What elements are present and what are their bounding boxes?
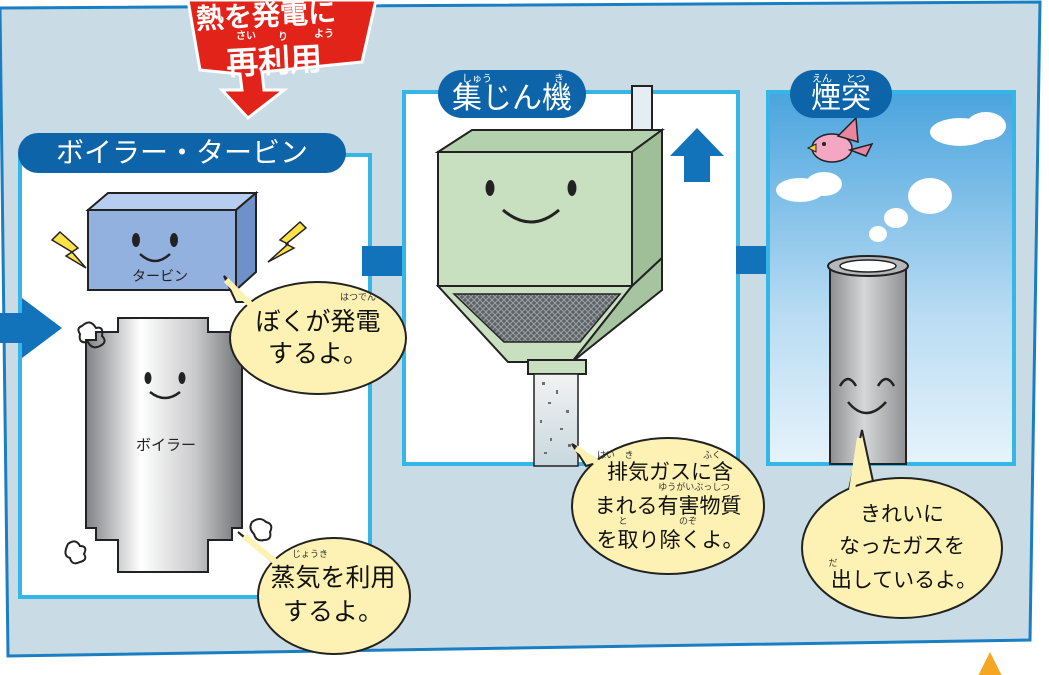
- title-chimney: 煙突: [811, 81, 871, 116]
- reuse-banner: [186, 0, 378, 121]
- arrow-into-boiler: [0, 298, 62, 358]
- bubble-collector-line3: を取り除くよ。: [596, 528, 744, 552]
- bubble-turbine: [223, 275, 407, 395]
- bubble-boiler-line2: するよ。: [282, 597, 383, 626]
- bubble-collector-ruby-nozo: のぞ: [678, 517, 697, 527]
- title-pill-boiler-turbine: ボイラー・タービン: [18, 133, 346, 173]
- arrow-up-exhaust: [670, 128, 724, 182]
- bubble-turbine-ruby: はつでん: [339, 293, 376, 303]
- bubble-boiler-line1: 蒸気を利用: [270, 563, 396, 592]
- lightning-right-icon: [267, 220, 308, 263]
- bubble-chimney: [801, 429, 1003, 619]
- title-dust-collector: 集じん機: [452, 81, 572, 116]
- clouds: [776, 112, 1006, 242]
- bubble-turbine-line1: ぼくが発電: [255, 307, 381, 336]
- bird-icon: [806, 116, 874, 163]
- bubble-collector-ruby-to: と: [618, 517, 628, 527]
- title-ruby-en: えん: [812, 74, 832, 85]
- bubble-turbine-line2: するよ。: [267, 339, 368, 368]
- banner-ruby-you: よう: [314, 29, 334, 40]
- boiler-label: ボイラー: [136, 436, 197, 454]
- title-ruby-shuu: しゅう: [462, 74, 492, 85]
- banner-ruby-ri: り: [278, 32, 288, 43]
- bubble-boiler-ruby: じょうき: [291, 550, 328, 560]
- lightning-left-icon: [50, 230, 87, 269]
- title-pill-dust-collector: しゅう き 集じん機: [438, 70, 586, 118]
- corner-mark: [978, 652, 1002, 675]
- bubble-collector-line2: まれる有害物質: [594, 494, 742, 518]
- banner-line2: 再利用: [225, 39, 324, 83]
- bubble-chimney-line1: きれいに: [860, 502, 944, 526]
- chimney: [827, 255, 909, 465]
- bubble-collector: [571, 437, 765, 575]
- banner-ruby-sai: さい: [236, 31, 256, 42]
- title-ruby-ki: き: [554, 74, 564, 85]
- bubble-collector-ruby-fuku: ふく: [702, 451, 721, 461]
- bubble-boiler: [237, 531, 411, 655]
- title-pill-chimney: えん とつ 煙突: [790, 70, 892, 118]
- turbine-block: [85, 190, 259, 293]
- steam-puff-icon: [64, 321, 273, 565]
- turbine-label: タービン: [132, 269, 188, 285]
- title-boiler-turbine: ボイラー・タービン: [55, 136, 308, 169]
- bubble-chimney-line3: 出しているよ。: [830, 568, 978, 592]
- bubble-chimney-line2: なったガスを: [839, 534, 965, 558]
- bubble-collector-ruby-ki: き: [624, 451, 634, 461]
- bubble-collector-line1: 排気ガスに含: [607, 460, 733, 484]
- bubble-collector-ruby2: ゆうがいぶっしつ: [658, 483, 730, 493]
- bubble-collector-ruby-hai: はい: [596, 451, 615, 461]
- dust-collector: [434, 85, 666, 467]
- bubble-chimney-ruby: だ: [828, 559, 838, 569]
- title-ruby-totsu: とつ: [846, 74, 866, 85]
